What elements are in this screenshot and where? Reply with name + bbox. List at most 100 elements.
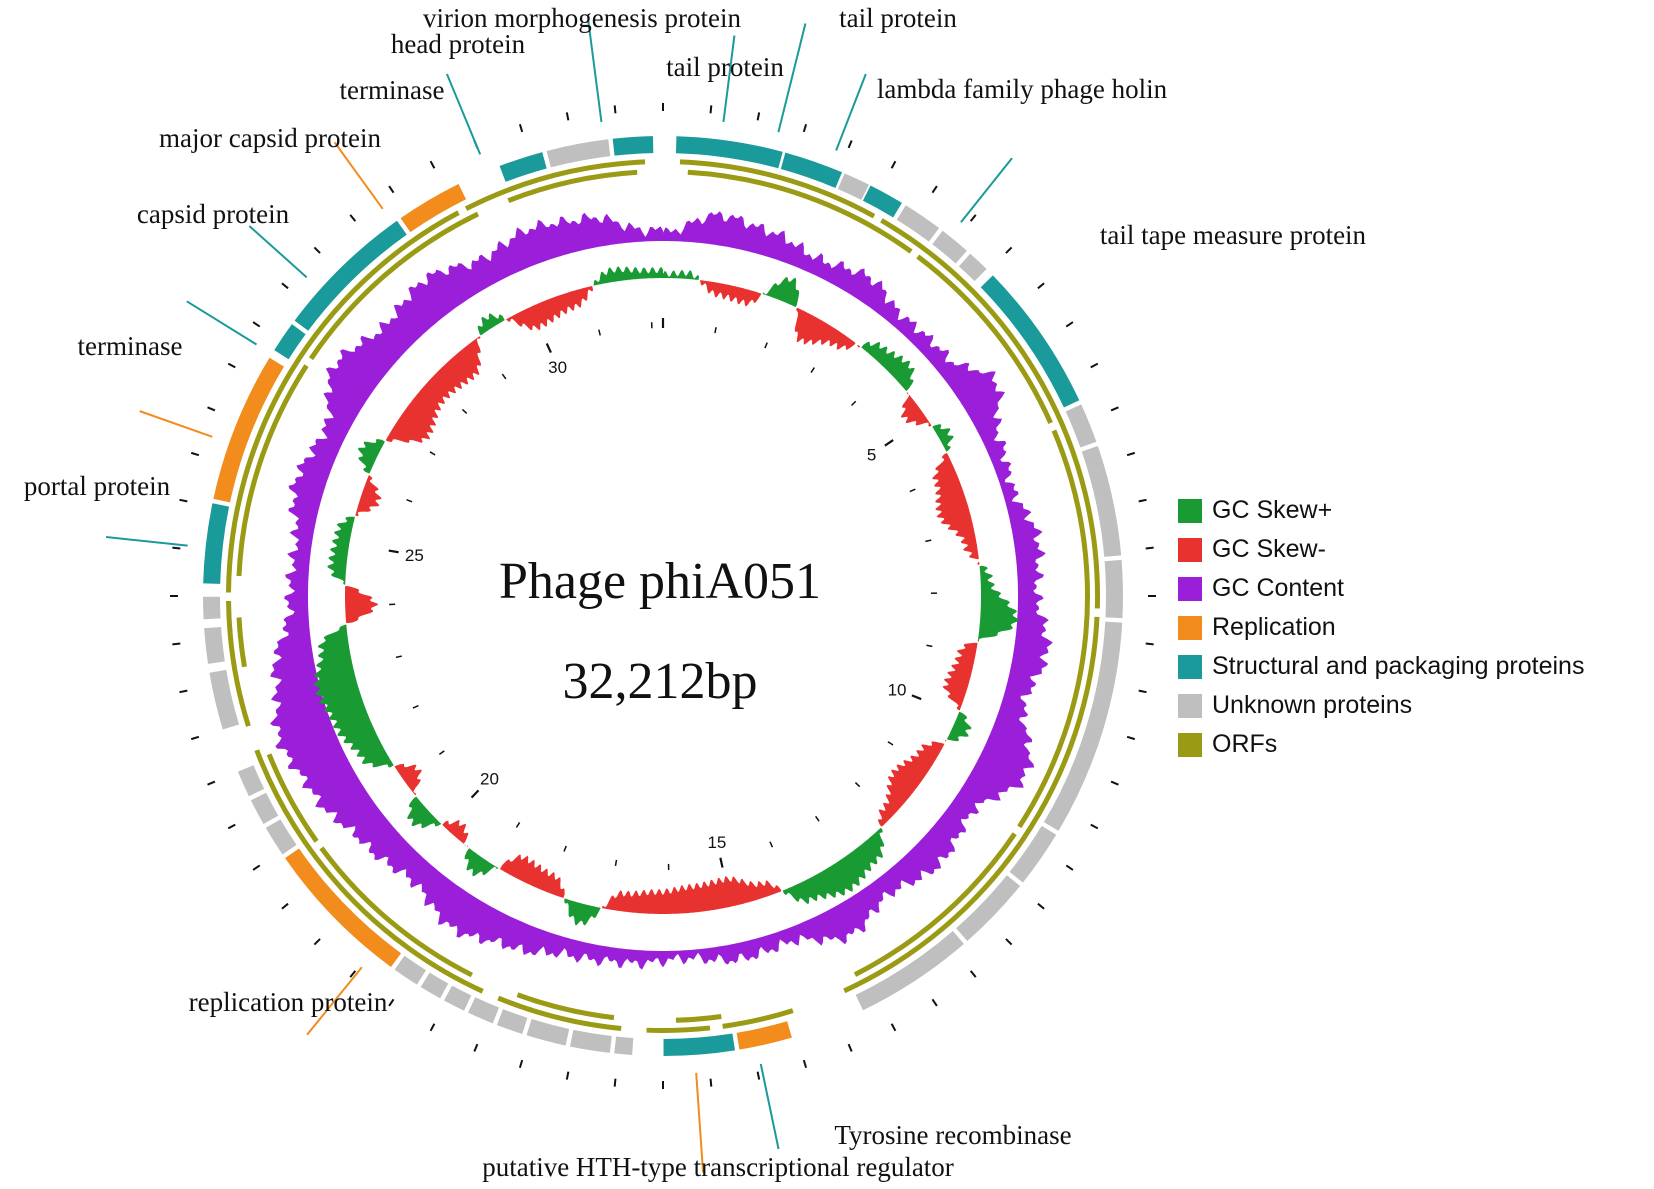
orf-inner	[236, 617, 247, 668]
gc-skew-negative	[878, 741, 945, 827]
outer-tick	[565, 112, 570, 121]
outer-tick	[190, 735, 200, 741]
kb-tick	[926, 644, 933, 648]
kb-tick	[388, 549, 399, 554]
genome-title: Phage phiA051	[499, 553, 821, 610]
outer-tick	[890, 160, 897, 169]
orf-outer	[226, 210, 460, 593]
orf-inner	[516, 992, 615, 1021]
gene-structural	[675, 136, 783, 169]
outer-tick	[1145, 642, 1154, 646]
outer-tick	[802, 1059, 808, 1069]
annotation-label: virion morphogenesis protein	[423, 3, 741, 33]
gene-structural	[612, 136, 654, 156]
annotation-label: Tyrosine recombinase	[834, 1120, 1071, 1150]
outer-tick	[1005, 938, 1013, 946]
legend-label: GC Skew+	[1212, 496, 1333, 524]
outer-tick	[388, 998, 395, 1007]
kb-tick	[719, 857, 724, 868]
orf-outer	[880, 218, 1100, 609]
outer-tick	[313, 246, 321, 254]
kb-tick	[515, 822, 521, 828]
outer-tick	[890, 1023, 897, 1032]
gene-unknown	[265, 819, 297, 855]
kb-tick	[501, 373, 507, 380]
legend-item: GC Skew-	[1178, 530, 1584, 569]
outer-tick	[179, 498, 188, 503]
outer-tick	[1037, 902, 1045, 910]
outer-tick	[252, 864, 261, 871]
legend-item: Structural and packaging proteins	[1178, 647, 1584, 686]
gene-unknown	[526, 1019, 570, 1046]
outer-tick	[281, 282, 289, 290]
annotation-leader	[759, 1063, 780, 1150]
gc-skew-positive	[564, 898, 601, 926]
outer-tick	[473, 1043, 479, 1052]
annotation-leader	[777, 23, 807, 133]
gc-skew-negative	[442, 820, 469, 844]
annotation-leader	[106, 536, 188, 547]
kb-tick	[395, 655, 402, 659]
legend-item: GC Skew+	[1178, 491, 1584, 530]
legend-label: GC Skew-	[1212, 535, 1326, 563]
outer-tick	[172, 642, 181, 646]
gene-unknown	[237, 765, 265, 797]
legend-item: ORFs	[1178, 725, 1584, 764]
kb-tick	[614, 859, 618, 866]
gene-structural	[294, 220, 407, 331]
gene-unknown	[1009, 825, 1057, 883]
kb-tick	[854, 782, 861, 788]
kb-tick	[545, 343, 552, 354]
outer-tick	[207, 780, 216, 786]
orf-outer	[722, 1008, 794, 1029]
legend-swatch	[1178, 576, 1202, 601]
annotation-label: lambda family phage holin	[877, 74, 1168, 104]
outer-tick	[1138, 689, 1147, 694]
gene-structural	[274, 324, 306, 360]
outer-tick	[1090, 823, 1099, 830]
outer-tick	[313, 938, 321, 946]
annotation-label: head protein	[391, 29, 526, 59]
outer-tick	[1065, 864, 1074, 871]
outer-tick	[252, 321, 261, 328]
kb-tick	[764, 342, 768, 349]
orf-outer	[226, 600, 251, 727]
gene-unknown	[203, 596, 221, 620]
annotation-label: terminase	[78, 331, 183, 361]
outer-tick	[969, 214, 977, 222]
annotation-label: major capsid protein	[159, 123, 381, 153]
kb-tick	[814, 815, 820, 822]
outer-tick	[931, 185, 938, 194]
outer-tick	[227, 362, 236, 369]
outer-tick	[847, 1043, 853, 1052]
orf-outer	[497, 995, 622, 1031]
outer-tick	[1126, 735, 1136, 741]
gc-skew-negative	[945, 739, 947, 742]
kb-tick	[925, 539, 932, 543]
kb-tick	[412, 704, 419, 709]
outer-tick	[281, 902, 289, 910]
outer-tick	[1005, 246, 1013, 254]
gene-unknown	[250, 792, 279, 825]
legend-swatch	[1178, 654, 1202, 679]
legend-label: Unknown proteins	[1212, 691, 1413, 719]
gene-unknown	[614, 1036, 634, 1055]
gc-skew-negative	[345, 586, 378, 624]
gc-skew-positive	[947, 711, 972, 742]
annotation-leader	[248, 225, 308, 279]
legend-item: GC Content	[1178, 569, 1584, 608]
legend-label: Replication	[1212, 613, 1336, 641]
gene-ring	[203, 136, 1123, 1056]
orf-inner	[266, 753, 319, 843]
outer-tick	[1065, 321, 1074, 328]
gc-skew-positive	[782, 827, 885, 905]
gene-unknown	[204, 626, 225, 664]
kb-label: 15	[707, 833, 726, 852]
gene-unknown	[546, 139, 611, 168]
annotation-leader	[695, 1072, 705, 1173]
gc-skew-negative	[857, 344, 861, 348]
outer-tick	[756, 112, 761, 121]
kb-label: 30	[548, 358, 567, 377]
kb-tick	[884, 439, 894, 447]
